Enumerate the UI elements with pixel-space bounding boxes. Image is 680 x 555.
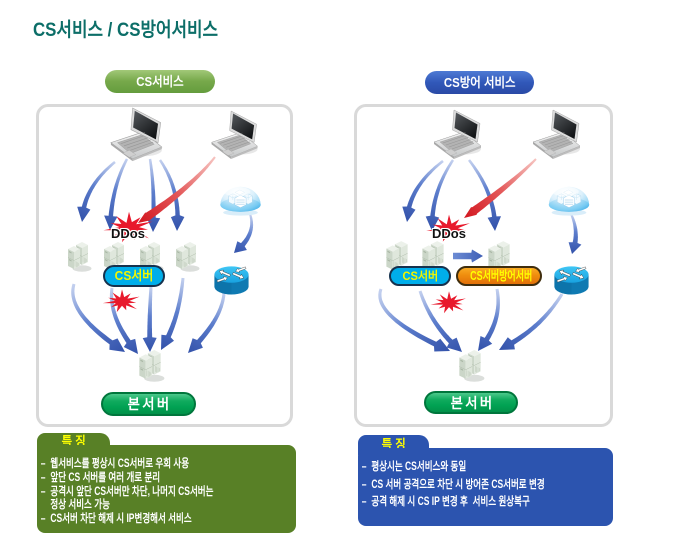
features-list: –평상시는 CS서비스와 동일–CS 서버 공격으로 차단 시 방어존 CS서버… <box>358 448 613 526</box>
flow-arrow <box>104 158 129 230</box>
bullet-dash: – <box>40 513 46 526</box>
features-list: –웹서비스를 평상시 CS서버로 우회 사용–앞단 CS 서버를 여러 개로 분… <box>37 445 296 533</box>
star-icon <box>430 291 466 314</box>
laptop-icon <box>211 110 258 160</box>
cs-defense-features: 특 징 –평상시는 CS서비스와 동일–CS 서버 공격으로 차단 시 방어존 … <box>358 435 613 526</box>
bullet-dash: – <box>361 496 367 508</box>
flow-arrow <box>378 288 450 352</box>
router-icon <box>554 266 588 295</box>
main-server-label: 본서버 <box>424 391 518 414</box>
feature-item: –CS서버 차단 해제 시 IP변경해서 서비스 <box>40 513 226 527</box>
feature-text: 평상시는 CS서비스와 동일 <box>371 461 467 473</box>
server-icon <box>459 349 485 383</box>
feature-item: –앞단 CS 서버를 여러 개로 분리 <box>40 472 226 486</box>
laptop-icon <box>110 107 163 162</box>
feature-text: CS 서버 공격으로 차단 시 방어존 CS서버로 변경 <box>371 478 545 491</box>
cs-server-label: CS서버 <box>103 265 165 287</box>
bullet-dash: – <box>361 461 367 473</box>
flow-arrow <box>478 288 500 351</box>
router-icon <box>214 266 248 295</box>
feature-text: 공격시 앞단 CS서버만 차단, 나머지 CS서버는 <box>50 485 214 498</box>
cs-server-label: CS서버 <box>389 266 451 286</box>
feature-item: –평상시는 CS서비스와 동일 <box>361 459 545 477</box>
flow-arrow <box>142 286 157 352</box>
ddos-attack-label: DDos <box>111 226 145 241</box>
flow-arrow <box>77 161 116 222</box>
globe-icon <box>219 186 262 217</box>
feature-text: 앞단 CS 서버를 여러 개로 분리 <box>50 471 161 484</box>
flow-arrow <box>468 159 501 231</box>
feature-item: –웹서비스를 평상시 CS서버로 우회 사용 <box>40 458 226 472</box>
ddos-attack-label: DDos <box>432 226 466 241</box>
cs-defense-service-header-button: CS방어 서비스 <box>425 71 534 94</box>
flow-arrow <box>425 159 454 231</box>
feature-item: –CS 서버 공격으로 차단 시 방어존 CS서버로 변경 <box>361 477 545 495</box>
flow-arrow <box>109 287 138 354</box>
flow-arrow <box>71 283 125 352</box>
flow-arrow <box>453 249 483 263</box>
flow-arrow <box>402 160 444 222</box>
bullet-dash: – <box>40 485 46 498</box>
star-icon <box>102 289 140 313</box>
flow-arrow <box>159 159 185 231</box>
main-server-label: 본서버 <box>101 392 196 416</box>
server-icon <box>139 349 165 383</box>
server-icon <box>67 241 92 273</box>
feature-text: 정상 서비스 가능 <box>50 499 110 512</box>
attack-arrow <box>138 156 216 223</box>
bullet-dash: – <box>40 471 46 484</box>
flow-arrow <box>188 292 226 353</box>
feature-text: 공격 해제 시 CS IP 변경 후 서비스 원상복구 <box>371 496 530 508</box>
flow-arrow <box>418 290 462 352</box>
feature-item: –공격시 앞단 CS서버만 차단, 나머지 CS서버는 <box>40 486 226 500</box>
cs-defense-server-label: CS서버방어서버 <box>456 266 542 286</box>
feature-text: CS서버 차단 해제 시 IP변경해서 서비스 <box>50 513 192 526</box>
feature-text: 웹서비스를 평상시 CS서버로 우회 사용 <box>50 458 190 470</box>
laptop-icon <box>532 109 581 160</box>
page-title: CS서비스 / CS방어서비스 <box>33 19 219 41</box>
flow-arrow <box>161 277 185 350</box>
attack-arrow <box>464 158 537 218</box>
laptop-icon <box>433 109 482 160</box>
flow-arrow <box>234 213 254 253</box>
server-icon <box>175 241 200 273</box>
flow-arrow <box>499 293 564 350</box>
feature-item: 정상 서비스 가능 <box>40 499 226 513</box>
cs-service-header-button: CS서비스 <box>105 70 215 93</box>
globe-icon <box>548 186 590 217</box>
bullet-dash: – <box>361 478 367 491</box>
cs-service-features: 특 징 –웹서비스를 평상시 CS서버로 우회 사용–앞단 CS 서버를 여러 … <box>37 433 296 533</box>
flow-arrow <box>568 213 582 254</box>
feature-item: –공격 해제 시 CS IP 변경 후 서비스 원상복구 <box>361 494 545 512</box>
bullet-dash: – <box>40 458 46 470</box>
flow-arrow <box>146 158 161 232</box>
